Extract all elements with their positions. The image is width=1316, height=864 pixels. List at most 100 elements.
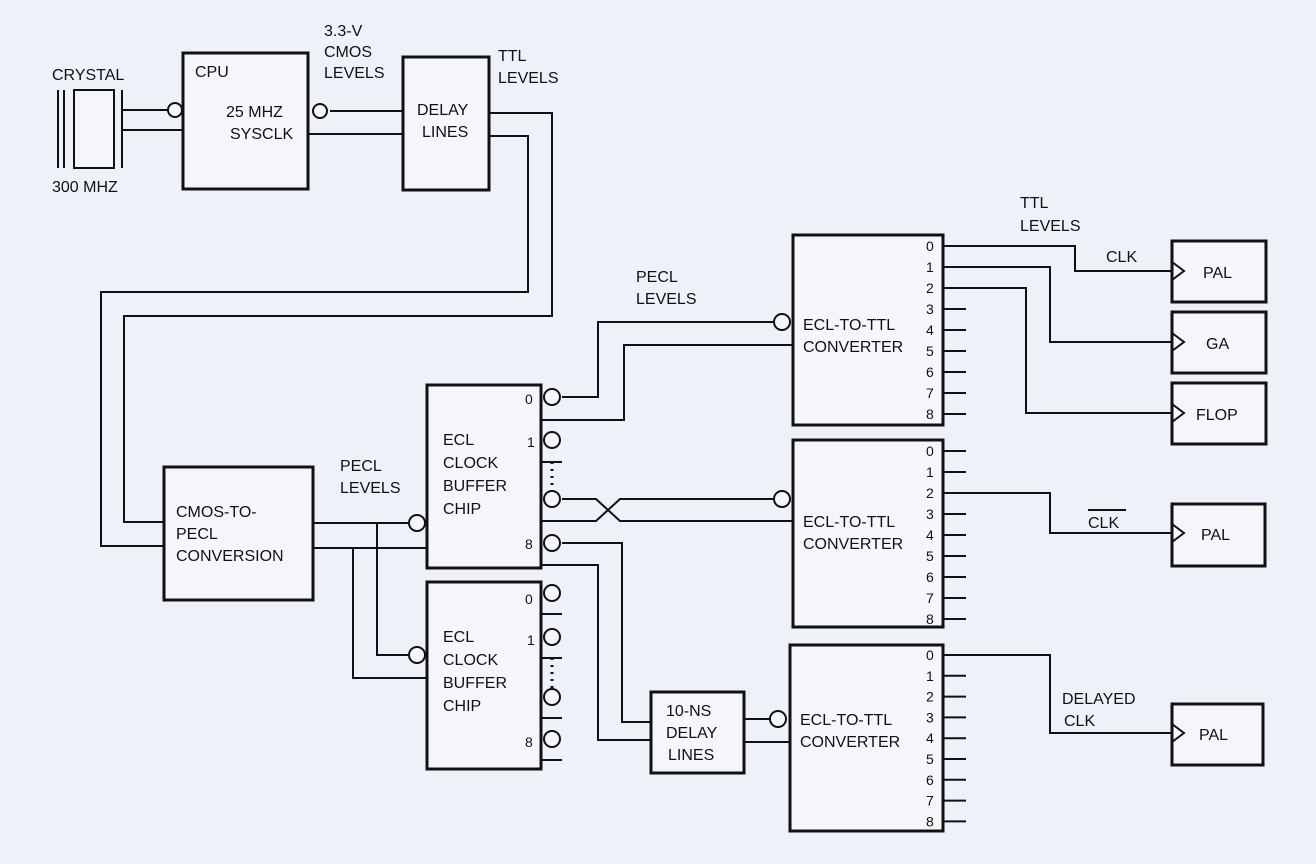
ecl-buffer-2-box — [425, 580, 543, 771]
ecl-buffer-1-box — [425, 383, 543, 570]
converter-1-pins-pin-label-4: 4 — [926, 322, 934, 338]
flop-block: FLOP — [1170, 381, 1268, 446]
delay-lines-line-2: LINES — [422, 124, 468, 141]
pal-1-label: PAL — [1203, 265, 1232, 282]
converter-1-pins-pin-label-8: 8 — [926, 406, 934, 422]
pal-3-box — [1170, 702, 1265, 767]
converter-2-pins-pin-label-7: 7 — [926, 590, 934, 606]
converter-1-pins-pin-label-0: 0 — [926, 238, 934, 254]
cpu-frequency: 25 MHZ — [226, 104, 283, 121]
ecl-buffer-2-line-2: CLOCK — [443, 652, 498, 669]
ga-label: GA — [1206, 336, 1229, 353]
ttl-levels-top-line-1: TTL — [498, 48, 527, 65]
crystal: CRYSTAL 300 MHZ — [52, 67, 124, 196]
converter-3-pins-pin-label-6: 6 — [926, 772, 934, 788]
wire-buf1-out8-b — [541, 564, 651, 741]
cmos-to-pecl-block: CMOS-TO- PECL CONVERSION PECL LEVELS — [162, 458, 400, 602]
ecl-buffer-1-input-bubble — [408, 514, 426, 532]
converter-1-line-1: ECL-TO-TTL — [803, 317, 895, 334]
converter-3-pins-pin-label-8: 8 — [926, 813, 934, 829]
ecl-buffer-1-pin-label-1: 1 — [527, 434, 535, 450]
cmos-to-pecl-line-1: CMOS-TO- — [176, 504, 257, 521]
ecl-buffer-2-out0-bubble — [543, 584, 561, 602]
wire-conv2-pal — [943, 492, 1172, 534]
pecl-levels-top-line-1: PECL — [636, 269, 678, 286]
ecl-buffer-1-out1-bubble — [543, 431, 561, 449]
delayed-clk-line-1: DELAYED — [1062, 691, 1136, 708]
delay-lines-block: DELAY LINES TTL LEVELS — [401, 48, 558, 192]
cmos-levels-line-2: CMOS — [324, 44, 372, 61]
pal-3-clock-arrow — [1171, 723, 1186, 743]
ecl-buffer-1-out0-bubble — [543, 388, 561, 406]
pecl-levels-top-line-2: LEVELS — [636, 291, 696, 308]
converter-3-line-1: ECL-TO-TTL — [800, 712, 892, 729]
pecl-levels-left-line-2: LEVELS — [340, 480, 400, 497]
ecl-buffer-2-input-bubble — [408, 646, 426, 664]
ten-ns-delay-line-1: 10-NS — [666, 703, 711, 720]
ecl-buffer-2-out1-bubble — [543, 628, 561, 646]
crystal-body — [73, 89, 115, 169]
ecl-buffer-1-pin-label-8: 8 — [525, 536, 533, 552]
ecl-buffer-1-line-4: CHIP — [443, 501, 481, 518]
pal-block-3: PAL — [1170, 702, 1265, 767]
wire-buf1-out0-a — [562, 321, 774, 398]
wire-buf1-out8-a — [562, 542, 651, 723]
pal-2-box — [1170, 502, 1267, 568]
crystal-label: CRYSTAL — [52, 67, 124, 84]
cmos-to-pecl-line-3: CONVERSION — [176, 548, 284, 565]
ecl-buffer-1-out8-bubble — [543, 534, 561, 552]
pal-2-label: PAL — [1201, 527, 1230, 544]
wire-delay-loop-inner — [100, 135, 529, 547]
ecl-buffer-1-line-3: BUFFER — [443, 478, 507, 495]
delayed-clk-line-2: CLK — [1064, 713, 1095, 730]
ga-clock-arrow — [1171, 332, 1186, 352]
converter-2-pins-pin-label-8: 8 — [926, 611, 934, 627]
converter-3-pins-pin-label-4: 4 — [926, 730, 934, 746]
converter-3-pins-pin-label-5: 5 — [926, 751, 934, 767]
wire-delay-loop-outer — [123, 112, 553, 523]
ecl-buffer-1-mid-bubble — [543, 490, 561, 508]
converter-2-pins-pin-label-1: 1 — [926, 464, 934, 480]
converter-1-pins-pin-label-6: 6 — [926, 364, 934, 380]
wire-pecl-buf2-2 — [352, 548, 427, 679]
ttl-levels-top-line-2: LEVELS — [498, 70, 558, 87]
cmos-to-pecl-box — [162, 465, 315, 602]
converter-1-pins-pin-label-3: 3 — [926, 301, 934, 317]
converter-3-box — [788, 643, 945, 833]
flop-box — [1170, 381, 1268, 446]
wire-buf1-out0-b — [541, 344, 793, 421]
cmos-to-pecl-line-2: PECL — [176, 526, 218, 543]
wire-conv1-ga — [943, 266, 1172, 343]
converter-2-pins-pin-label-6: 6 — [926, 569, 934, 585]
converter-1-pins-pin-label-2: 2 — [926, 280, 934, 296]
ecl-buffer-2-mid-bubble — [543, 688, 561, 706]
converter-1-box — [791, 233, 945, 427]
cmos-levels-line-3: LEVELS — [324, 65, 384, 82]
cpu-input-bubble — [167, 102, 183, 118]
ecl-buffer-2-line-3: BUFFER — [443, 675, 507, 692]
converter-2-line-2: CONVERTER — [803, 536, 903, 553]
ecl-buffer-2-pin-label-1: 1 — [527, 632, 535, 648]
ecl-buffer-1-line-1: ECL — [443, 432, 474, 449]
ga-box — [1170, 310, 1268, 375]
cmos-levels-label: 3.3-V CMOS LEVELS — [324, 23, 384, 82]
converter-1-pins-pin-label-5: 5 — [926, 343, 934, 359]
pal-1-clock-arrow — [1171, 261, 1186, 281]
ecl-buffer-1-pin-label-0: 0 — [525, 391, 533, 407]
pecl-levels-top-label: PECL LEVELS — [636, 269, 696, 308]
cpu-title: CPU — [195, 64, 229, 81]
ga-block: GA — [1170, 310, 1268, 375]
ecl-buffer-1-line-2: CLOCK — [443, 455, 498, 472]
wire-conv1-flop — [943, 287, 1172, 414]
pal-1-box — [1170, 239, 1268, 304]
flop-label: FLOP — [1196, 407, 1238, 424]
converter-2-pins-pin-label-3: 3 — [926, 506, 934, 522]
ecl-buffer-2-out8-bubble — [543, 730, 561, 748]
cpu-sysclk: SYSCLK — [230, 126, 293, 143]
ecl-buffer-2-pin-label-8: 8 — [525, 734, 533, 750]
cpu-box — [181, 51, 310, 191]
